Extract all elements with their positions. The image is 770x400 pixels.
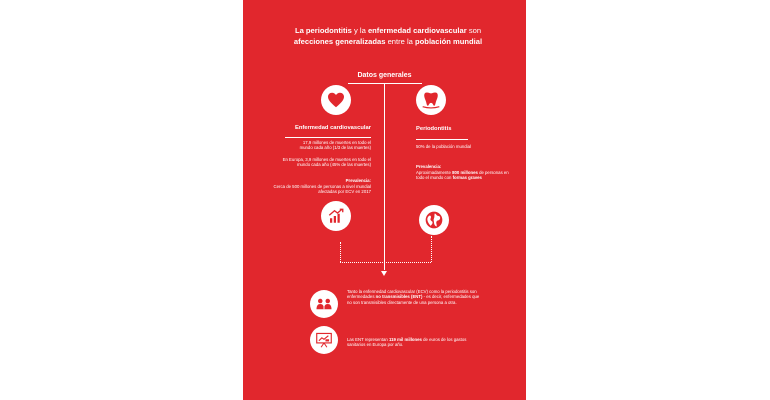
title-poblacion: población mundial xyxy=(415,36,483,46)
periodontitis-paragraph-1: 50% de la población mundial xyxy=(416,144,471,149)
growth-chart-icon xyxy=(321,201,351,231)
periodontitis-prevalence-label: Prevalencia: xyxy=(416,164,442,169)
cardio-rule xyxy=(285,137,371,138)
cardio-prevalence-label: Prevalencia: xyxy=(345,178,371,183)
title-periodontitis: La periodontitis xyxy=(294,26,352,35)
center-divider xyxy=(384,83,385,270)
cost-text-a: Las ENT representan xyxy=(347,337,389,342)
prev-text-a: Aproximadamente xyxy=(416,170,453,175)
title-connector: y la xyxy=(351,26,368,35)
connector-left xyxy=(340,242,341,262)
connector-horizontal xyxy=(340,262,431,263)
ent-text-a: Tanto la enfermedad cardiovascular (ECV)… xyxy=(347,289,477,300)
prev-text-c: de personas en todo el mundo con xyxy=(416,170,509,181)
presentation-chart-icon xyxy=(310,326,338,354)
periodontitis-prevalence-text: Aproximadamente 800 millones de personas… xyxy=(416,170,514,181)
cost-text-c: de euros de los gastos sanitarios en Eur… xyxy=(347,337,467,348)
section-underline xyxy=(348,83,422,84)
periodontitis-rule xyxy=(416,139,468,140)
tooth-icon xyxy=(416,85,446,115)
globe-icon xyxy=(419,205,449,235)
ent-description: Tanto la enfermedad cardiovascular (ECV)… xyxy=(347,289,482,305)
cardio-paragraph-1: 17,9 millones de muertes en todo el mund… xyxy=(299,140,371,151)
cardio-heading: Enfermedad cardiovascular xyxy=(294,125,371,131)
periodontitis-heading: Periodontitis xyxy=(416,126,452,132)
prev-text-d: formas graves xyxy=(452,175,482,181)
title-cardio: enfermedad cardiovascular xyxy=(367,26,467,35)
cardio-prevalence-text: Cerca de 500 millones de personas a nive… xyxy=(273,184,371,195)
cardio-paragraph-2: En Europa, 3,9 millones de muertes en to… xyxy=(282,157,371,168)
people-icon xyxy=(310,290,338,318)
cost-text-b: 119 mil millones xyxy=(388,337,422,342)
infographic-poster: La periodontitis y la enfermedad cardiov… xyxy=(243,0,526,400)
connector-right xyxy=(431,236,432,262)
ent-text-c: - es decir, enfermedades que no son tran… xyxy=(347,294,480,305)
heart-icon xyxy=(321,85,351,115)
arrow-down-icon xyxy=(381,271,387,276)
title-son: son xyxy=(466,26,482,35)
connector-center xyxy=(384,262,385,272)
poster-title: La periodontitis y la enfermedad cardiov… xyxy=(273,26,503,47)
prev-text-b: 800 millones xyxy=(452,170,478,175)
ent-text-b: no transmisibles (ENT) xyxy=(375,294,423,300)
section-title: Datos generales xyxy=(357,72,412,79)
ent-cost-text: Las ENT representan 119 mil millones de … xyxy=(347,337,482,348)
title-afecciones: afecciones generalizadas xyxy=(293,36,386,46)
title-entre: entre la xyxy=(385,36,416,46)
